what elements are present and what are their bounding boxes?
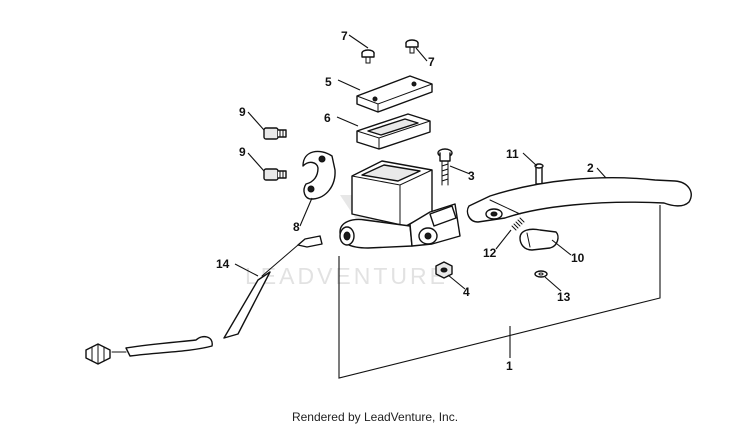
- diaphragm: [356, 113, 431, 150]
- handlebar-clamp: [302, 150, 336, 200]
- master-cylinder: [339, 160, 461, 249]
- callout-9-upper: 9: [239, 105, 246, 119]
- callout-3: 3: [468, 169, 475, 183]
- callout-5: 5: [325, 75, 332, 89]
- clamp-bolt-upper: [263, 127, 287, 140]
- callout-8: 8: [293, 220, 300, 234]
- cover-screw-left: [361, 49, 375, 64]
- callout-7-right: 7: [428, 55, 435, 69]
- callout-14: 14: [216, 257, 230, 271]
- return-spring: [511, 217, 525, 231]
- watermark-text: LEADVENTURE: [245, 263, 448, 289]
- callout-6: 6: [324, 111, 331, 125]
- callout-11: 11: [506, 147, 519, 161]
- pivot-bolt: [437, 148, 453, 186]
- callout-2: 2: [587, 161, 594, 175]
- callout-10: 10: [571, 251, 585, 265]
- leader-lines: [234, 34, 607, 358]
- callout-12: 12: [483, 246, 497, 260]
- actuator: [519, 228, 559, 251]
- footer-credit: Rendered by LeadVenture, Inc.: [291, 410, 459, 424]
- assembly-bracket: [338, 205, 661, 379]
- clamp-bolt-lower: [263, 168, 287, 181]
- brake-lever: [466, 177, 692, 223]
- callout-13: 13: [557, 290, 571, 304]
- callout-9-lower: 9: [239, 145, 246, 159]
- callout-4: 4: [463, 285, 470, 299]
- cover-screw-right: [405, 39, 419, 54]
- brake-hose: [85, 235, 323, 365]
- callout-7-left: 7: [341, 29, 348, 43]
- washer: [534, 270, 548, 278]
- lever-pin: [534, 163, 544, 185]
- callout-1: 1: [506, 359, 513, 373]
- lever-nut: [435, 261, 453, 279]
- reservoir-cover: [356, 75, 433, 113]
